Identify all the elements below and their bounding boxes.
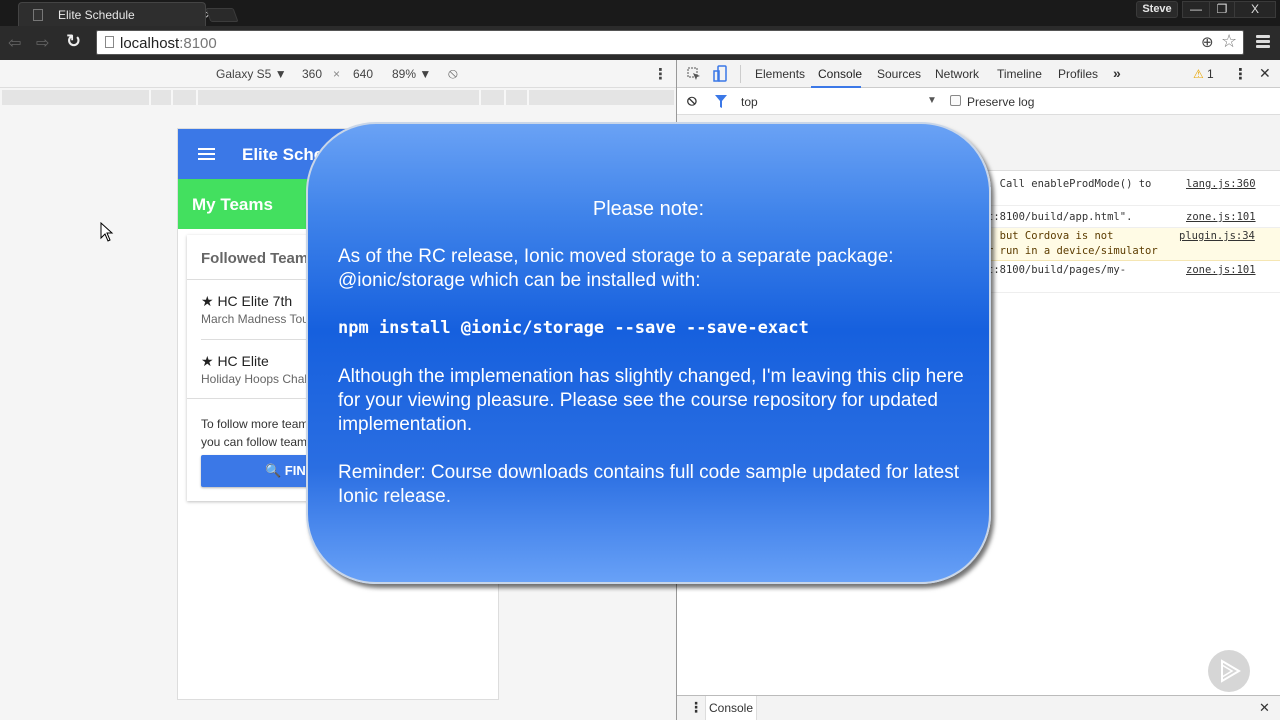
my-teams-title: My Teams: [192, 195, 273, 214]
devtools-more-icon[interactable]: ⋮: [1233, 66, 1248, 83]
new-tab-button[interactable]: [205, 8, 239, 22]
card-header-label: Followed Teams: [201, 250, 317, 267]
url-port: :8100: [179, 35, 217, 52]
follow-hint-line2: you can follow teams: [201, 435, 314, 449]
page-icon: [33, 9, 43, 21]
devtools-close-icon[interactable]: ✕: [1259, 65, 1271, 81]
note-install-command: npm install @ionic/storage --save --save…: [338, 318, 809, 338]
browser-titlebar: Elite Schedule × Steve — ❐ X: [0, 0, 1280, 26]
page-icon: [105, 36, 114, 48]
devtools-tabbar: Elements Console Sources Network Timelin…: [677, 60, 1280, 88]
media-query-ruler[interactable]: [2, 90, 674, 105]
tab-elements[interactable]: Elements: [755, 67, 806, 81]
chrome-menu-icon[interactable]: [1256, 35, 1270, 50]
browser-toolbar: ⇦ ⇨ ↻ localhost:8100 ⊕ ☆: [0, 26, 1280, 60]
reload-icon[interactable]: ↻: [66, 31, 82, 51]
team-name: ★ HC Elite: [201, 353, 269, 369]
tab-profiles[interactable]: Profiles: [1058, 67, 1099, 81]
drawer-more-icon[interactable]: ⋮: [689, 699, 703, 715]
zoom-select[interactable]: 89% ▼: [392, 67, 432, 81]
console-filter-bar: ⦸ top ▼ Preserve log: [677, 88, 1280, 115]
preserve-log-label: Preserve log: [967, 95, 1035, 109]
more-tabs-icon[interactable]: »: [1113, 65, 1121, 81]
console-source-link[interactable]: lang.js:360: [1186, 178, 1256, 190]
console-message-text: r run in a device/simulator: [987, 245, 1158, 257]
note-title: Please note:: [592, 198, 705, 220]
rotate-icon[interactable]: ⦸: [448, 65, 458, 82]
context-dropdown-icon[interactable]: ▼: [927, 95, 937, 106]
drawer-close-icon[interactable]: ✕: [1259, 700, 1270, 715]
drawer-tab-console[interactable]: Console: [705, 696, 757, 720]
device-width[interactable]: 360: [302, 67, 323, 81]
filter-icon[interactable]: [715, 95, 727, 108]
warning-icon[interactable]: ⚠: [1193, 67, 1204, 81]
back-icon[interactable]: ⇦: [8, 35, 22, 52]
note-reminder: Reminder: Course downloads contains full…: [338, 462, 960, 507]
bookmark-star-icon[interactable]: ☆: [1221, 31, 1238, 51]
device-mode-icon[interactable]: [713, 65, 727, 82]
times-icon: ×: [333, 67, 341, 81]
device-toolbar: Galaxy S5 ▼ 360 × 640 89% ▼ ⦸ ⋮: [0, 60, 676, 88]
close-window-button[interactable]: X: [1234, 1, 1276, 18]
devtools-drawer: ⋮ Console ✕: [677, 695, 1280, 720]
console-source-link[interactable]: zone.js:101: [1186, 211, 1256, 223]
active-tab-indicator: [811, 86, 861, 88]
overlay-note: Please note: As of the RC release, Ionic…: [306, 122, 991, 584]
warning-count[interactable]: 1: [1207, 67, 1214, 81]
tab-timeline[interactable]: Timeline: [997, 67, 1042, 81]
device-select[interactable]: Galaxy S5 ▼: [216, 67, 287, 81]
console-message-text: . Call enableProdMode() to: [987, 178, 1152, 190]
team-tournament: Holiday Hoops Challenge: [201, 372, 337, 386]
tab-title: Elite Schedule: [58, 8, 135, 22]
console-source-link[interactable]: zone.js:101: [1186, 264, 1256, 276]
console-message-text: t:8100/build/pages/my-: [987, 264, 1127, 276]
context-select[interactable]: top: [741, 95, 758, 109]
restore-button[interactable]: ❐: [1209, 1, 1235, 18]
console-message-text: t:8100/build/app.html".: [987, 211, 1133, 223]
clear-console-icon[interactable]: ⦸: [687, 92, 697, 109]
mouse-cursor-icon: [100, 222, 114, 242]
note-paragraph: As of the RC release, Ionic moved storag…: [338, 246, 894, 291]
minimize-button[interactable]: —: [1182, 1, 1210, 18]
device-height[interactable]: 640: [353, 67, 374, 81]
video-watermark-play-icon: [1208, 650, 1250, 692]
browser-tab[interactable]: Elite Schedule ×: [18, 2, 213, 26]
team-list-item[interactable]: ★ HC Elite Holiday Hoops Challenge: [201, 353, 481, 386]
find-button-label: 🔍 FIND: [265, 463, 316, 478]
device-more-icon[interactable]: ⋮: [653, 66, 668, 83]
profile-button[interactable]: Steve: [1136, 1, 1178, 18]
tab-network[interactable]: Network: [935, 67, 980, 81]
note-paragraph: Although the implemenation has slightly …: [338, 366, 964, 435]
tab-console[interactable]: Console: [818, 67, 863, 81]
preserve-log-checkbox[interactable]: [950, 95, 961, 106]
url-text[interactable]: localhost:8100: [120, 35, 217, 52]
address-bar[interactable]: localhost:8100 ⊕ ☆: [96, 30, 1244, 55]
team-name: ★ HC Elite 7th: [201, 293, 293, 309]
console-source-link[interactable]: plugin.js:34: [1179, 230, 1255, 242]
zoom-icon[interactable]: ⊕: [1201, 34, 1214, 51]
forward-icon[interactable]: ⇨: [36, 35, 50, 52]
tab-sources[interactable]: Sources: [877, 67, 922, 81]
url-host: localhost: [120, 35, 180, 52]
inspect-element-icon[interactable]: [687, 67, 701, 81]
console-message-text: , but Cordova is not: [987, 230, 1114, 242]
hamburger-menu-icon[interactable]: [198, 148, 215, 163]
